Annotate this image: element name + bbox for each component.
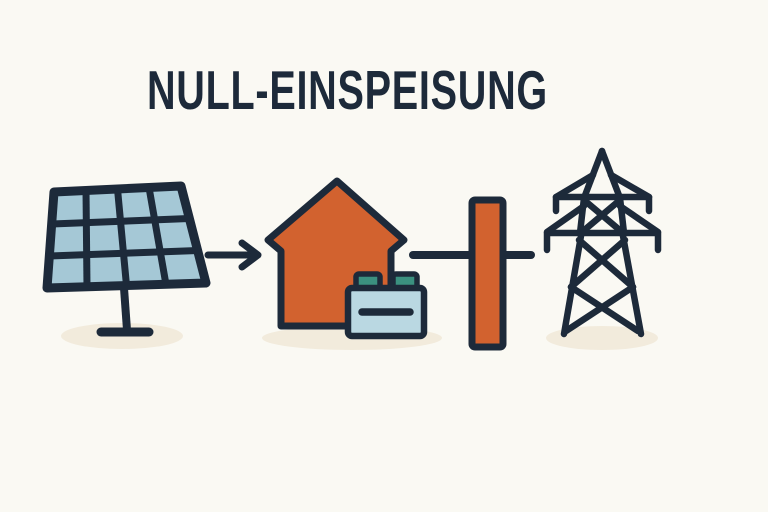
flow-arrow-icon: [204, 239, 262, 271]
panel-grid-lines: [49, 186, 199, 288]
battery-icon: [344, 271, 428, 340]
blocked-feed-barrier-icon: [468, 196, 507, 351]
panel-pole: [120, 284, 131, 334]
barrier-bar: [468, 196, 507, 351]
page-title: NULL-EINSPEISUNG: [146, 59, 548, 121]
power-pylon-icon: [543, 147, 662, 338]
page-title-wrap: NULL-EINSPEISUNG: [0, 58, 768, 122]
solar-panel-icon: [42, 181, 211, 337]
pylon-ground-shadow: [546, 326, 658, 350]
